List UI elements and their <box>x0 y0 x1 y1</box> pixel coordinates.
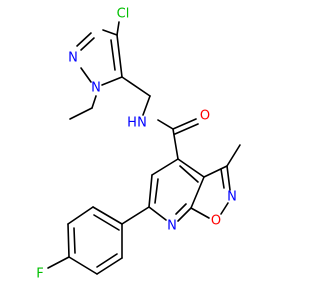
isoxazole-o-label: O <box>211 214 221 229</box>
bond-ch2-ch3 <box>69 107 93 120</box>
bond-c3-methyl <box>226 144 241 167</box>
bond-c5-c6 <box>148 174 153 208</box>
bonds <box>47 21 241 275</box>
bond-ar5-ar6 <box>96 257 123 275</box>
chlorine-label: Cl <box>117 7 130 22</box>
bond-ar1-ar2 <box>92 206 123 225</box>
bond-n2-o1 <box>220 202 229 215</box>
bond-c4-cl <box>116 21 120 36</box>
bond-c4-c5 <box>151 158 179 176</box>
bond-ar5-ar6-double <box>96 253 118 268</box>
fluorine-label: F <box>36 267 43 282</box>
bond-c5-c4-double <box>110 39 116 71</box>
bond-co-double <box>174 123 199 135</box>
bond-c5-c4 <box>116 34 123 78</box>
atom-labels: Cl N N N H O N O N F <box>36 7 237 282</box>
bond-c3-n2 <box>226 165 231 191</box>
bond-co <box>172 118 197 130</box>
bond-n1-ch2 <box>91 95 97 109</box>
bond-n2-n1 <box>80 67 92 83</box>
bond-c3a-c4 <box>177 158 205 178</box>
bond-nh-carbonyl <box>157 119 174 130</box>
bond-ar4-f <box>47 256 70 269</box>
bond-n7-c7a <box>177 207 192 222</box>
bond-ar1-ar2-double <box>93 214 120 231</box>
bond-ch2-nh <box>142 95 151 116</box>
amide-n-label: N <box>137 116 147 131</box>
amide-h-label: H <box>127 116 137 131</box>
pyridine-n-label: N <box>167 219 177 234</box>
bond-c6-aryl <box>121 206 150 225</box>
bond-c3a-c4-double <box>179 165 199 183</box>
bond-c3h-n2-double <box>80 37 95 51</box>
isoxazole-n-label: N <box>227 190 237 205</box>
molecule-diagram: Cl N N N H O N O N F <box>36 7 241 282</box>
bond-ar3-ar4 <box>67 223 70 258</box>
carbonyl-o-label: O <box>200 109 210 124</box>
bond-c7a-c3a <box>190 176 205 209</box>
bond-ar4-ar5 <box>68 256 98 275</box>
bond-n1-c5 <box>101 76 123 86</box>
bond-c3-n2-double <box>220 168 225 189</box>
bond-c-c4pyr <box>172 128 179 160</box>
bond-c3h-n2 <box>76 32 92 47</box>
pyrazole-n1-label: N <box>91 81 101 96</box>
structure-drawing: Cl N N N H O N O N F <box>36 7 241 282</box>
bond-c3a-c3 <box>203 165 228 178</box>
bond-c6-n7 <box>148 206 167 221</box>
bond-n7-c7a-double <box>175 203 187 215</box>
bond-o1-c7a <box>190 207 210 219</box>
bond-c5-c6-double <box>154 178 159 204</box>
bond-c4-c3h <box>102 29 118 36</box>
bond-ar3-ar4-double <box>73 227 76 254</box>
bond-ar2-ar3 <box>67 206 94 225</box>
bond-c5-ch2 <box>121 76 151 97</box>
pyrazole-n2-label: N <box>68 51 78 66</box>
